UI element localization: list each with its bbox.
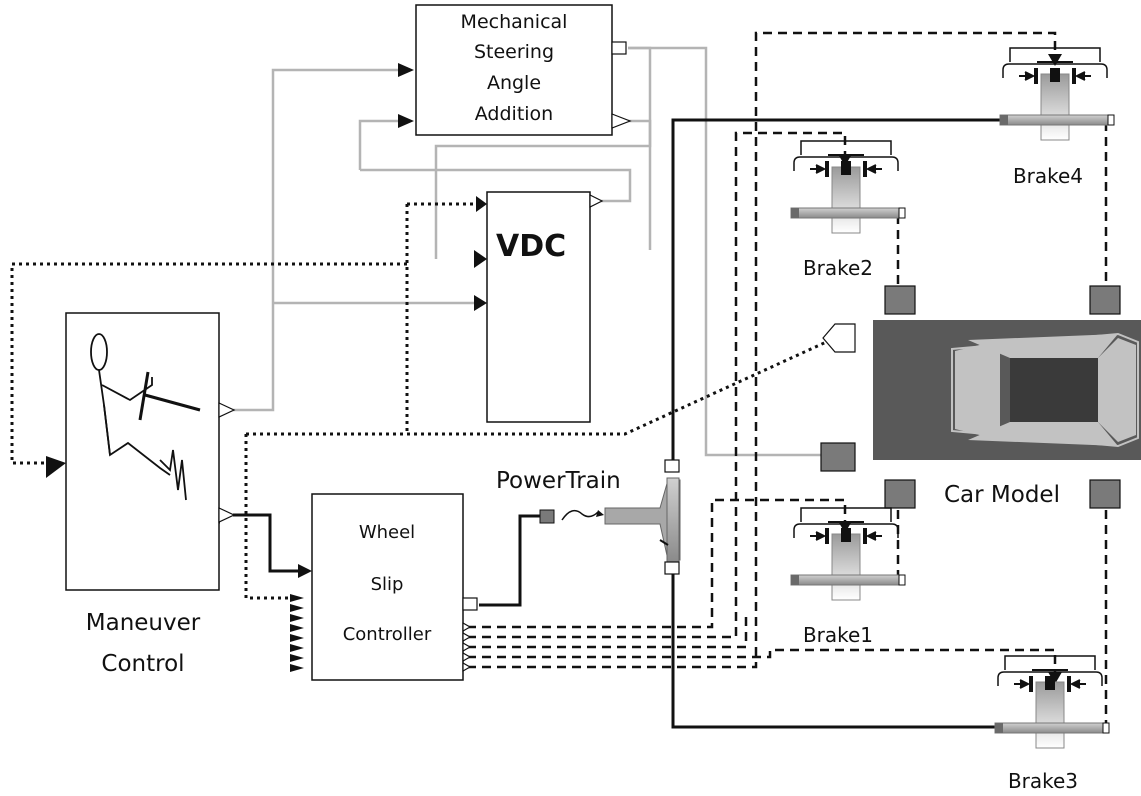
vdc-input-port-2 [474, 250, 487, 268]
steering-line-3: Angle [487, 72, 541, 94]
powertrain-input-port [539, 509, 555, 524]
brake3-block[interactable]: Brake3 [994, 655, 1110, 793]
wheel-slip-input-port-1 [298, 564, 312, 578]
driver-figure-icon [90, 333, 201, 501]
wheel-slip-output-port-1 [462, 597, 478, 611]
car-roof [1010, 358, 1098, 422]
maneuver-input-port [46, 456, 66, 478]
maneuver-line-2: Control [101, 651, 184, 677]
steering-signal-lines [233, 46, 821, 457]
dotted-signal-lines [10, 202, 836, 600]
vdc-block[interactable]: VDC [474, 191, 604, 423]
steering-addition-block[interactable]: Mechanical Steering Angle Addition [398, 4, 632, 136]
vdc-label: VDC [496, 229, 566, 264]
brake4-label: Brake4 [1013, 164, 1083, 188]
maneuver-output-port-1 [218, 402, 236, 418]
car-wheel-port-rl [884, 479, 916, 509]
steering-input-port-2 [398, 114, 414, 128]
brake1-label: Brake1 [803, 623, 873, 647]
maneuver-line-1: Maneuver [86, 610, 201, 636]
steering-line-4: Addition [475, 103, 553, 125]
brake4-input-arrow [1048, 54, 1062, 66]
wheel-slip-line-2: Slip [371, 574, 404, 595]
powertrain-output-port-bottom [664, 561, 680, 575]
car-model-block[interactable]: Car Model [820, 285, 1141, 509]
wheel-slip-output-ports [462, 621, 472, 673]
wheel-slip-line-3: Controller [343, 624, 432, 645]
brake4-block[interactable]: Brake4 [999, 47, 1115, 188]
wheel-slip-controller-block[interactable]: Wheel Slip Controller [290, 493, 478, 681]
car-model-label: Car Model [944, 482, 1060, 508]
powertrain-block[interactable]: PowerTrain [496, 459, 681, 575]
car-steering-port [820, 442, 856, 472]
car-wheel-port-fr [1089, 285, 1121, 315]
brake2-block[interactable]: Brake2 [790, 140, 906, 280]
steering-line-1: Mechanical [461, 11, 568, 33]
brake-command-lines [467, 31, 1108, 728]
brake3-label: Brake3 [1008, 769, 1078, 793]
differential-icon [604, 459, 681, 575]
brake1-block[interactable]: Brake1 [790, 507, 906, 647]
vdc-input-port-3 [474, 295, 487, 311]
brake-icon [994, 655, 1110, 749]
car-output-port [822, 323, 856, 353]
car-wheel-port-fl [884, 285, 916, 315]
powertrain-label: PowerTrain [496, 468, 621, 494]
steering-output-port-2 [611, 113, 632, 129]
car-wheel-port-rr [1089, 479, 1121, 509]
vdc-output-port [589, 194, 604, 208]
brake2-label: Brake2 [803, 256, 873, 280]
car-windshield [955, 340, 1000, 440]
brake-icon [790, 507, 906, 601]
wheel-slip-input-ports [290, 594, 304, 672]
steering-input-port-1 [398, 63, 414, 77]
vdc-input-port-1 [476, 196, 487, 212]
brake-icon [790, 140, 906, 234]
steering-line-2: Steering [474, 41, 554, 63]
torque-spring-icon [561, 509, 599, 521]
brake-icon [999, 47, 1115, 141]
steering-output-port-1 [611, 41, 627, 55]
wheel-slip-line-1: Wheel [359, 522, 415, 543]
maneuver-output-port-2 [218, 507, 236, 523]
maneuver-control-block[interactable]: Maneuver Control [46, 312, 236, 677]
powertrain-output-port-top [664, 459, 680, 473]
